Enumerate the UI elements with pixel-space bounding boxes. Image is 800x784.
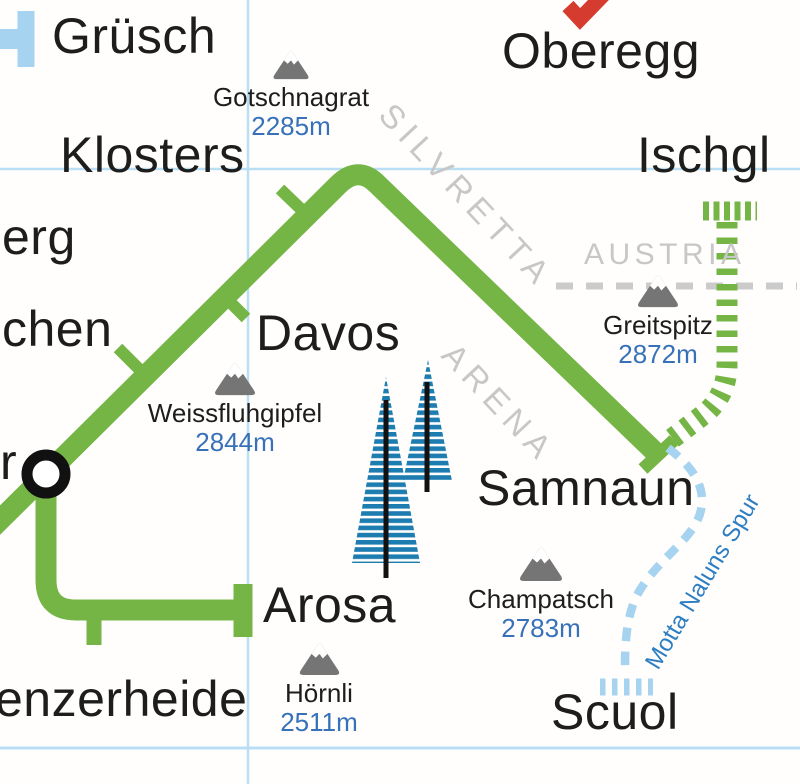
- mountain-icon: [273, 51, 309, 80]
- mountain-icon: [299, 643, 339, 675]
- peak-name: Hörnli: [285, 678, 353, 708]
- tree-icon: [352, 377, 420, 578]
- town-label-davos: Davos: [256, 305, 401, 361]
- main-green-line: [0, 164, 663, 535]
- town-label-scuol: Scuol: [551, 684, 679, 740]
- peak-greitspitz: Greitspitz 2872m: [558, 272, 758, 369]
- peak-name: Weissfluhgipfel: [147, 398, 323, 428]
- peak-name: Gotschnagrat: [212, 82, 370, 112]
- station-tick-left: [113, 343, 150, 380]
- town-label-ischgl: Ischgl: [637, 127, 771, 183]
- mountain-icon: [638, 275, 678, 308]
- peak-elevation: 2285m: [251, 111, 331, 142]
- station-tick-davos: [219, 291, 251, 323]
- interchange-node: [21, 449, 71, 499]
- region-label-austria: AUSTRIA: [584, 238, 746, 271]
- terminal-bar-samnaun: [638, 435, 679, 474]
- motta-naluns-dashed-line: [620, 444, 707, 667]
- peak-elevation: 2783m: [501, 613, 581, 644]
- town-label-fragment-chen: chen: [2, 301, 113, 357]
- town-label-klosters: Klosters: [60, 127, 245, 183]
- town-label-oberegg: Oberegg: [502, 23, 701, 79]
- peak-hornli: Hörnli 2511m: [219, 640, 419, 737]
- town-label-samnaun: Samnaun: [477, 460, 695, 516]
- town-label-arosa: Arosa: [263, 577, 397, 633]
- town-label-fragment-erg: erg: [2, 209, 76, 265]
- peak-elevation: 2872m: [618, 339, 698, 370]
- town-label-gruesch: Grüsch: [52, 8, 217, 64]
- peak-elevation: 2511m: [280, 707, 358, 738]
- ischgl-gondola-line: [662, 222, 738, 450]
- peak-elevation: 2844m: [195, 427, 275, 458]
- peak-weissfluhgipfel: Weissfluhgipfel 2844m: [135, 360, 335, 457]
- tree-icon: [403, 360, 452, 492]
- town-label-fragment-r: r: [0, 434, 18, 490]
- mountain-icon: [520, 547, 562, 581]
- peak-champatsch: Champatsch 2783m: [441, 544, 641, 643]
- peak-name: Greitspitz: [603, 310, 713, 340]
- arosa-branch-line: [35, 490, 238, 621]
- peak-gotschnagrat: Gotschnagrat 2285m: [191, 48, 391, 141]
- mountain-icon: [215, 363, 255, 396]
- station-tick-klosters: [275, 184, 310, 218]
- town-label-lenzerheide: enzerheide: [0, 671, 248, 727]
- oberegg-red-line: [562, 0, 609, 30]
- peak-name: Champatsch: [468, 584, 614, 614]
